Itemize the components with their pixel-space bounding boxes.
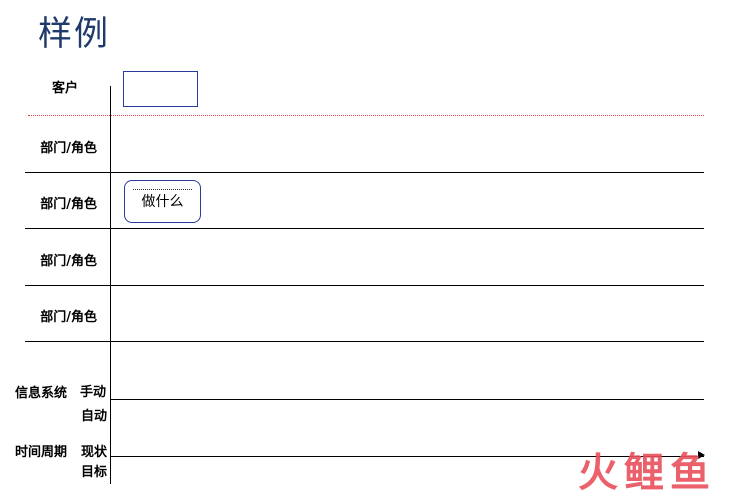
lane-divider (25, 285, 704, 286)
watermark-logo: 火鲤鱼 (578, 450, 716, 494)
lane-label-4: 部门/角色 (40, 310, 97, 325)
svg-text:火鲤鱼: 火鲤鱼 (578, 450, 716, 494)
customer-box[interactable] (123, 71, 198, 107)
lane-divider (25, 172, 704, 173)
customer-boundary-line (28, 115, 704, 116)
time-period-label: 时间周期 (15, 445, 68, 460)
activity-box[interactable]: 做什么 (124, 180, 201, 223)
info-system-label: 信息系统 (15, 386, 68, 401)
auto-label: 自动 (81, 409, 108, 424)
activity-label: 做什么 (141, 194, 184, 210)
activity-dotted-line (133, 189, 192, 190)
manual-label: 手动 (80, 385, 107, 400)
current-label: 现状 (81, 445, 108, 460)
customer-label: 客户 (52, 81, 79, 96)
target-label: 目标 (81, 465, 108, 480)
lane-label-3: 部门/角色 (40, 254, 97, 269)
lane-label-2: 部门/角色 (40, 197, 97, 212)
lane-divider (25, 228, 704, 229)
arrow-icon (698, 451, 705, 459)
lane-divider (25, 341, 704, 342)
lane-label-1: 部门/角色 (40, 141, 97, 156)
time-divider-line (110, 456, 704, 457)
info-divider-line (110, 399, 704, 400)
page-title: 样例 (38, 14, 110, 54)
